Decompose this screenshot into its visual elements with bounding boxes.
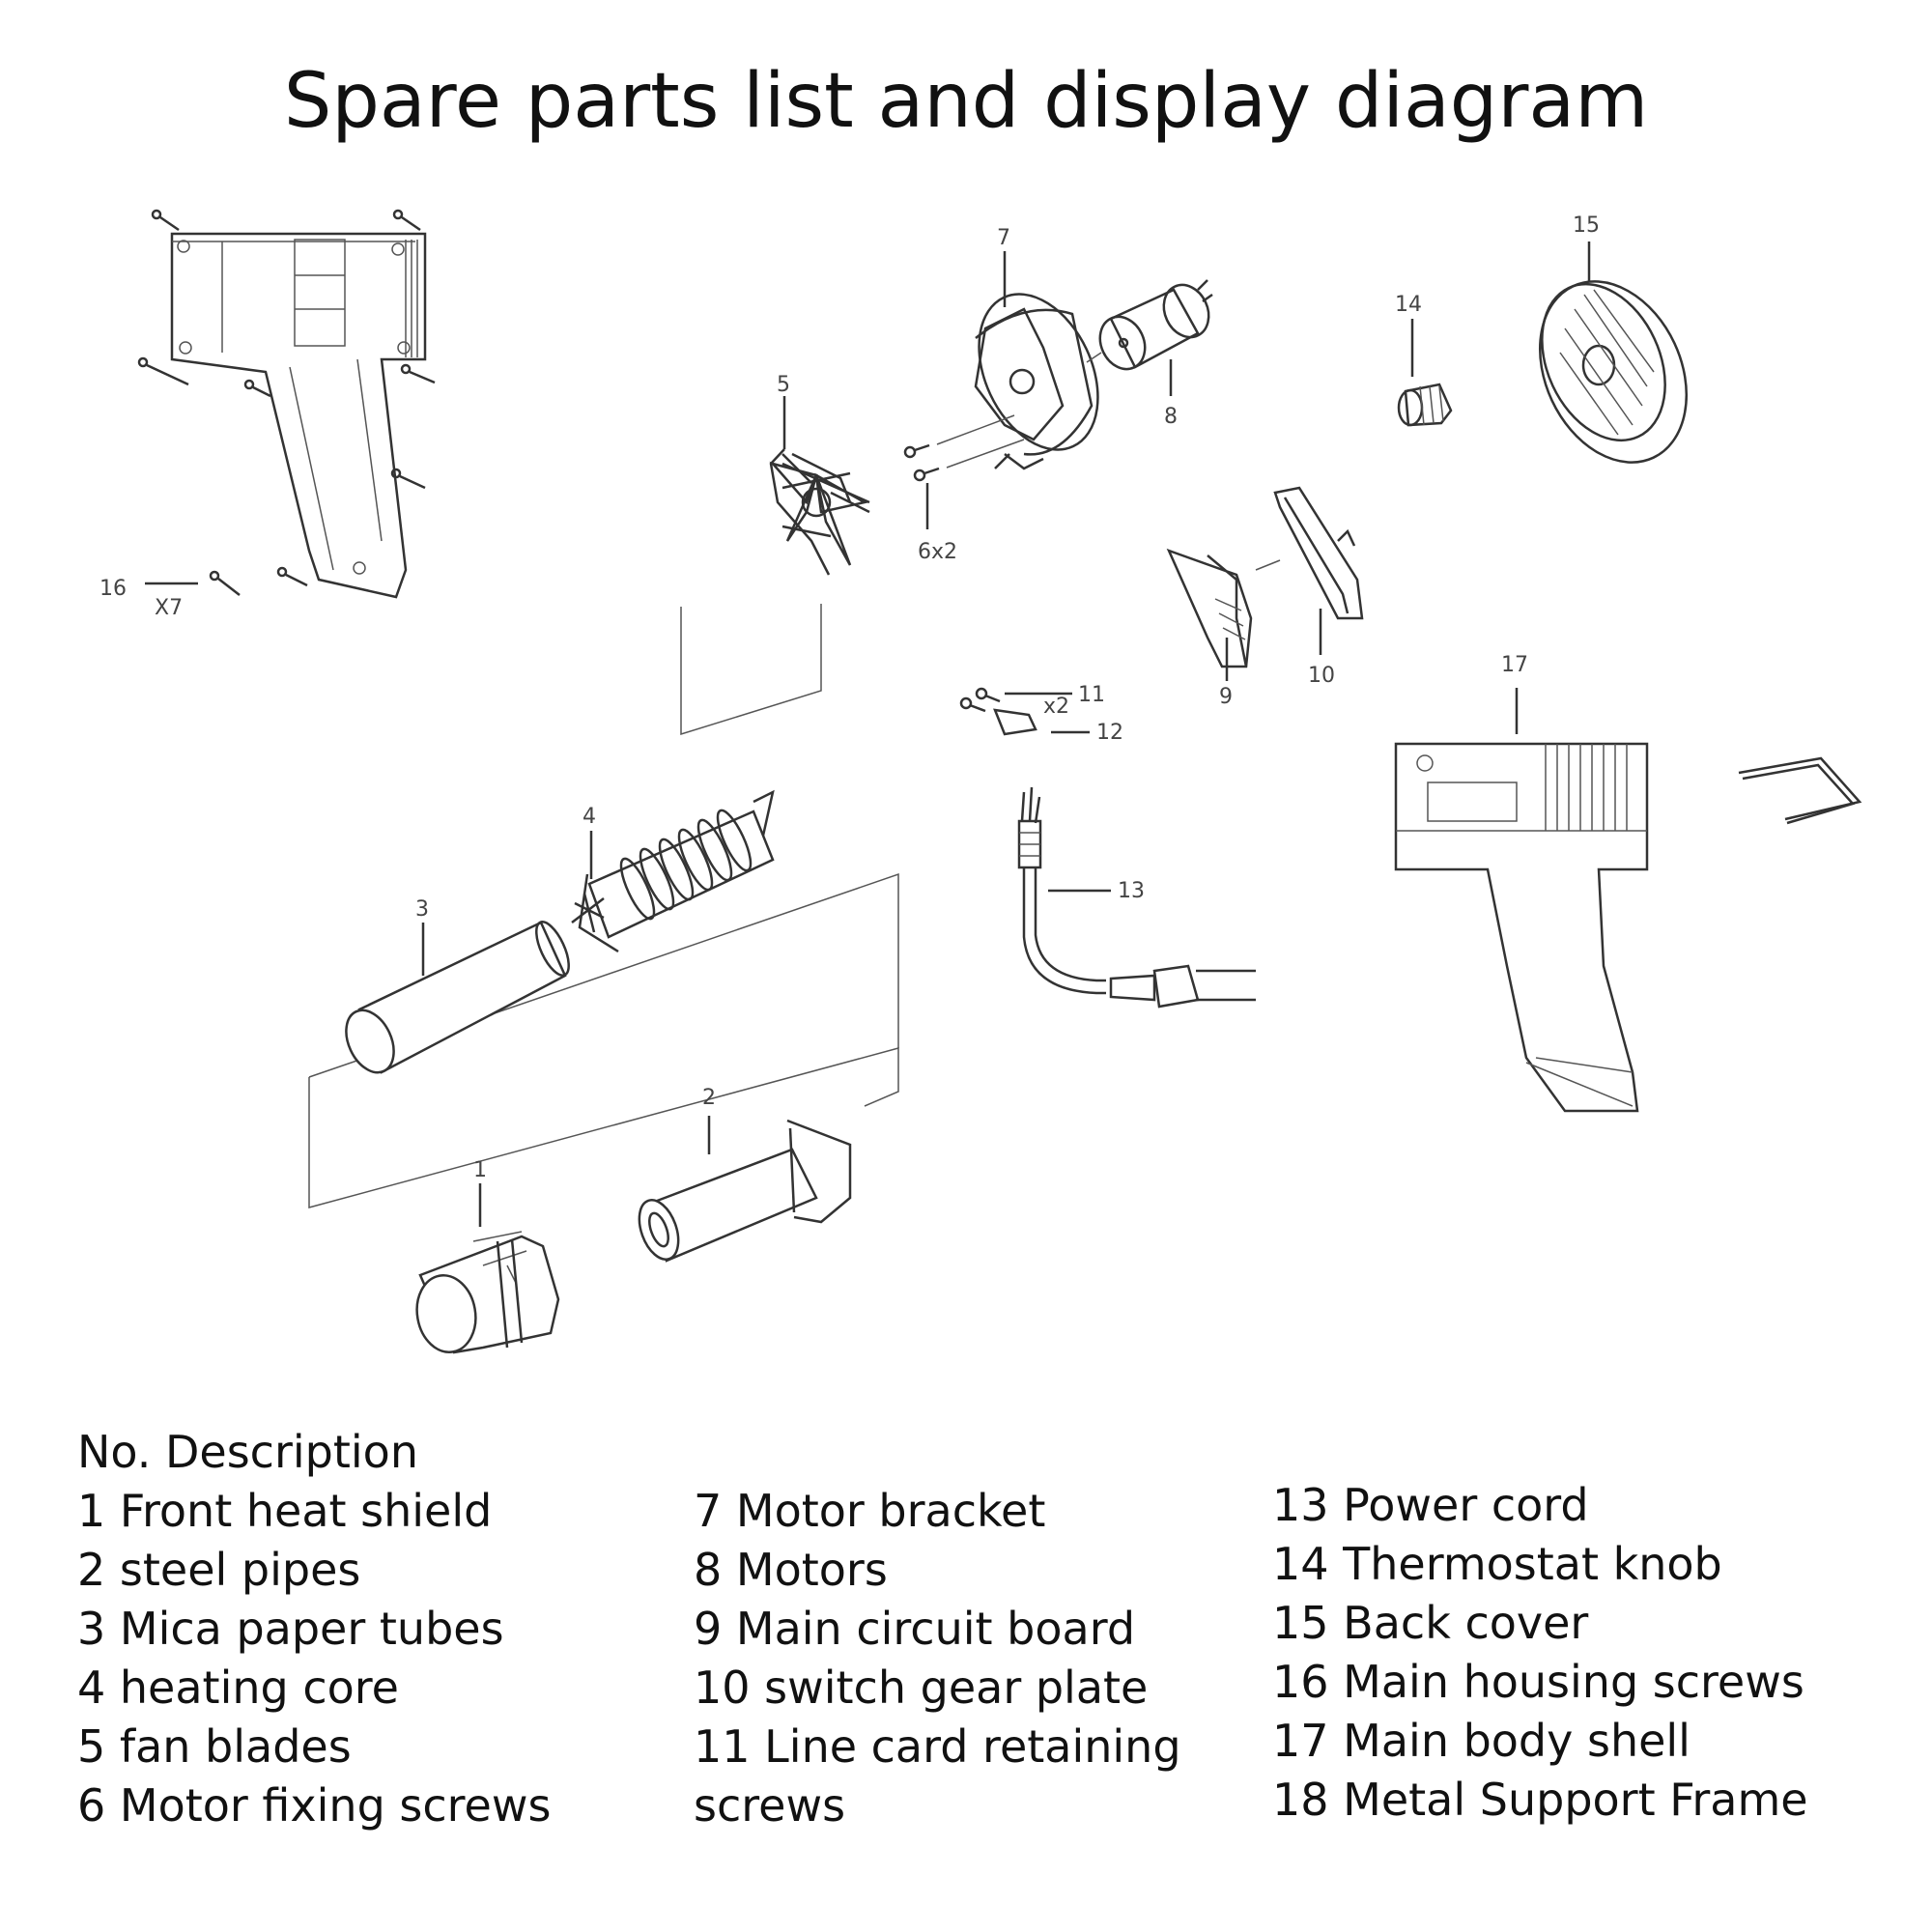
back-cover: 15 xyxy=(1538,213,1689,464)
parts-list-item: 17 Main body shell xyxy=(1272,1715,1690,1767)
parts-list-column-2: 7 Motor bracket 8 Motors 9 Main circuit … xyxy=(694,1482,1181,1835)
parts-list-item: 15 Back cover xyxy=(1272,1597,1589,1649)
parts-list-item: 2 steel pipes xyxy=(77,1544,361,1596)
callout-4: 4 xyxy=(582,805,596,829)
parts-list-item: 3 Mica paper tubes xyxy=(77,1603,504,1655)
power-cord: 13 xyxy=(1017,786,1256,1009)
callout-9: 9 xyxy=(1219,685,1233,709)
parts-list-item: 1 Front heat shield xyxy=(77,1485,493,1537)
fan-blades: 5 xyxy=(769,373,870,576)
left-housing-half xyxy=(170,232,427,599)
parts-list-item: 4 heating core xyxy=(77,1662,399,1714)
callout-14: 14 xyxy=(1395,293,1422,317)
callout-17: 17 xyxy=(1501,653,1528,677)
bracket-lines xyxy=(308,604,899,1208)
callout-8: 8 xyxy=(1164,405,1178,429)
motor-fixing-screws: 6x2 xyxy=(903,414,1025,564)
parts-list-item: 7 Motor bracket xyxy=(694,1485,1046,1537)
parts-list-column-1: No. Description 1 Front heat shield 2 st… xyxy=(77,1423,551,1835)
motor-bracket: 7 xyxy=(974,226,1099,470)
parts-list-item: screws xyxy=(694,1779,846,1832)
parts-list-item: 13 Power cord xyxy=(1272,1479,1589,1531)
callout-16: 16 xyxy=(99,577,127,601)
parts-list-item: 8 Motors xyxy=(694,1544,888,1596)
callout-12: 12 xyxy=(1096,721,1123,745)
callout-16-qty: X7 xyxy=(155,596,183,620)
parts-list-item: 11 Line card retaining xyxy=(694,1720,1181,1773)
callout-11-qty: x2 xyxy=(1043,695,1069,719)
callout-10: 10 xyxy=(1308,664,1335,688)
heating-core: 4 xyxy=(571,789,775,953)
parts-list-item: 5 fan blades xyxy=(77,1720,352,1773)
callout-3: 3 xyxy=(415,897,429,922)
mica-paper-tube: 3 xyxy=(345,897,570,1074)
front-heat-shield: 1 xyxy=(415,1158,560,1354)
callout-11: 11 xyxy=(1078,683,1105,707)
parts-list-item: 14 Thermostat knob xyxy=(1272,1538,1722,1590)
callout-2: 2 xyxy=(702,1086,716,1110)
switch-gear-plate: 10 xyxy=(1255,486,1364,688)
parts-list-item: 6 Motor fixing screws xyxy=(77,1779,552,1832)
parts-list-header: No. Description xyxy=(77,1426,418,1478)
parts-list-item: 16 Main housing screws xyxy=(1272,1656,1804,1708)
line-card-and-screws: x2 11 12 xyxy=(959,683,1123,745)
page-title: Spare parts list and display diagram xyxy=(283,58,1649,145)
callout-6: 6x2 xyxy=(918,540,957,564)
callout-5: 5 xyxy=(777,373,790,397)
callout-1: 1 xyxy=(473,1158,487,1182)
callout-15: 15 xyxy=(1573,213,1600,238)
callout-13: 13 xyxy=(1118,879,1145,903)
steel-pipe: 2 xyxy=(638,1086,852,1263)
exploded-parts-diagram: 16 X7 5 7 6x2 xyxy=(99,209,1862,1354)
main-housing-screws: 16 X7 xyxy=(99,209,436,620)
parts-list-item: 18 Metal Support Frame xyxy=(1272,1774,1808,1826)
thermostat-knob: 14 xyxy=(1395,293,1453,427)
parts-list-column-3: 13 Power cord 14 Thermostat knob 15 Back… xyxy=(1272,1476,1808,1830)
callout-7: 7 xyxy=(997,226,1010,250)
metal-support-frame xyxy=(1738,756,1862,825)
main-circuit-board: 9 xyxy=(1166,548,1253,709)
main-body-shell: 17 xyxy=(1394,653,1649,1113)
parts-list-item: 10 switch gear plate xyxy=(694,1662,1149,1714)
motor: 8 xyxy=(1086,279,1213,429)
parts-list-item: 9 Main circuit board xyxy=(694,1603,1136,1655)
